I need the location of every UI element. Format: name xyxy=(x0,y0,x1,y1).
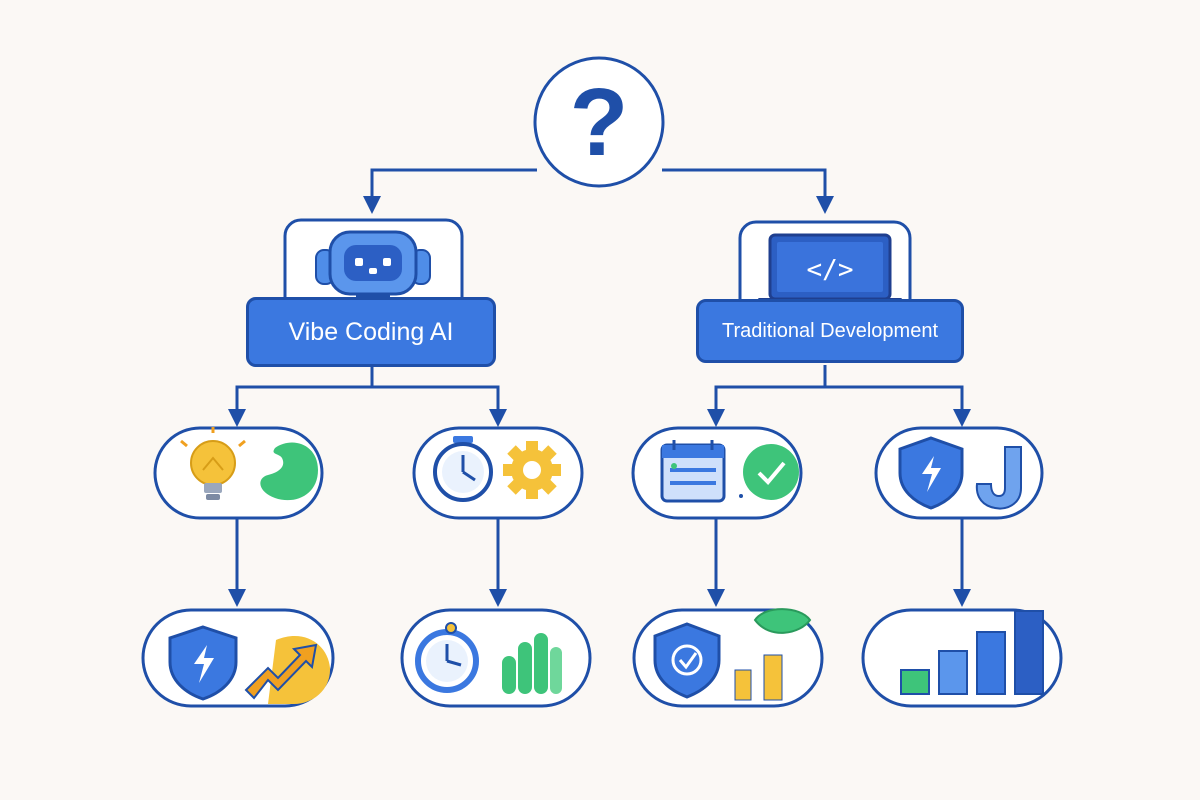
code-glyph: </> xyxy=(807,255,854,285)
yellow-bars-icon xyxy=(734,654,783,701)
level3-node-4 xyxy=(861,608,1063,708)
shield-check-icon xyxy=(653,622,721,699)
connector-right-a xyxy=(707,385,825,427)
clock-icon xyxy=(415,622,479,693)
connector-left-b xyxy=(372,385,507,427)
leaf-icon xyxy=(753,608,812,634)
bar-chart-icon xyxy=(900,610,1044,695)
connector-right-b xyxy=(825,385,971,427)
j-shape-icon xyxy=(975,446,1022,510)
level2-node-4 xyxy=(874,426,1044,520)
lightbulb-icon xyxy=(180,427,246,500)
robot-icon xyxy=(315,230,431,306)
question-mark-icon: ? xyxy=(570,69,629,176)
vibe-coding-node xyxy=(283,218,464,322)
traditional-development-label: Traditional Development xyxy=(696,299,964,363)
connector-root-right xyxy=(662,168,834,214)
green-bar-chart-icon xyxy=(502,633,562,694)
shield-lightning-icon xyxy=(168,625,238,701)
vibe-coding-label: Vibe Coding AI xyxy=(246,297,496,367)
level3-node-1 xyxy=(141,608,335,708)
level2-node-3 xyxy=(631,426,803,520)
level3-node-2 xyxy=(400,608,592,708)
traditional-dev-node: </> xyxy=(738,220,912,319)
growth-arrow-icon xyxy=(244,636,331,705)
gear-icon xyxy=(503,441,561,499)
connector-left-a xyxy=(228,385,372,427)
stopwatch-icon xyxy=(433,436,493,502)
level2-node-1 xyxy=(153,426,324,520)
shield-lightning-icon xyxy=(898,436,964,510)
green-blob-icon xyxy=(260,442,318,501)
level3-node-3 xyxy=(632,608,824,708)
root-node: ? xyxy=(533,56,665,188)
laptop-code-icon: </> xyxy=(757,233,903,309)
connector-root-left xyxy=(363,168,537,214)
connectors xyxy=(228,168,971,607)
level2-node-2 xyxy=(412,426,584,520)
checkmark-circle-icon xyxy=(739,444,799,500)
calendar-icon xyxy=(660,440,726,503)
